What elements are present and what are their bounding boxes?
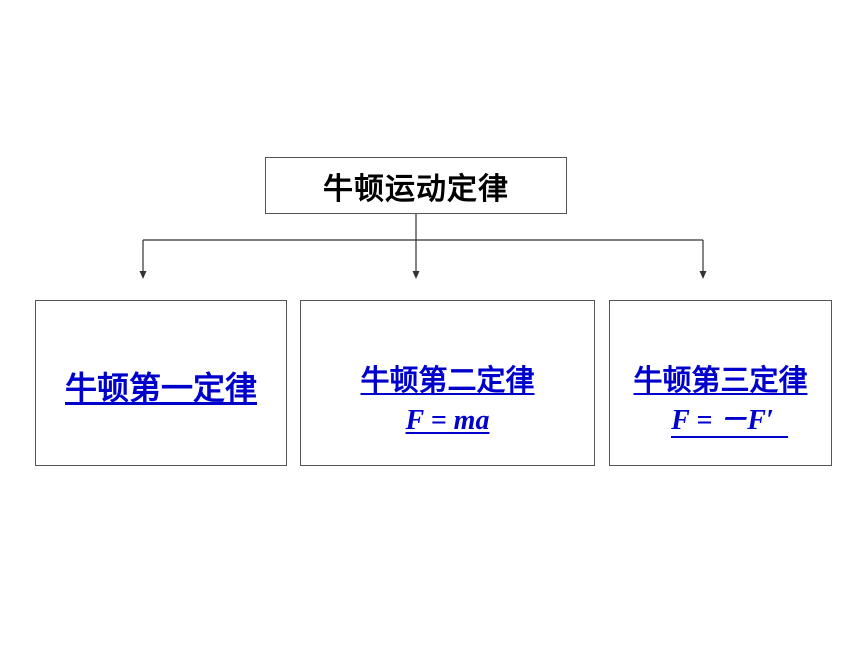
third-law-formula-row: F = －F′ [610,405,831,438]
first-law-box: 牛顿第一定律 [35,300,287,466]
arrow-second [412,271,420,279]
third-law-formula[interactable]: F = －F′ [671,406,788,438]
second-law-link[interactable]: 牛顿第二定律 [360,363,535,397]
arrow-third [699,271,707,279]
third-law-link[interactable]: 牛顿第三定律 [633,363,808,397]
root-node-box: 牛顿运动定律 [265,157,567,214]
root-node-label: 牛顿运动定律 [323,171,509,207]
second-law-box: 牛顿第二定律 F = ma [300,300,595,466]
second-law-formula-row: F = ma [301,405,594,437]
third-law-box: 牛顿第三定律 F = －F′ [609,300,832,466]
first-law-link[interactable]: 牛顿第一定律 [64,369,257,407]
arrow-first [139,271,147,279]
second-law-formula[interactable]: F = ma [405,405,490,436]
